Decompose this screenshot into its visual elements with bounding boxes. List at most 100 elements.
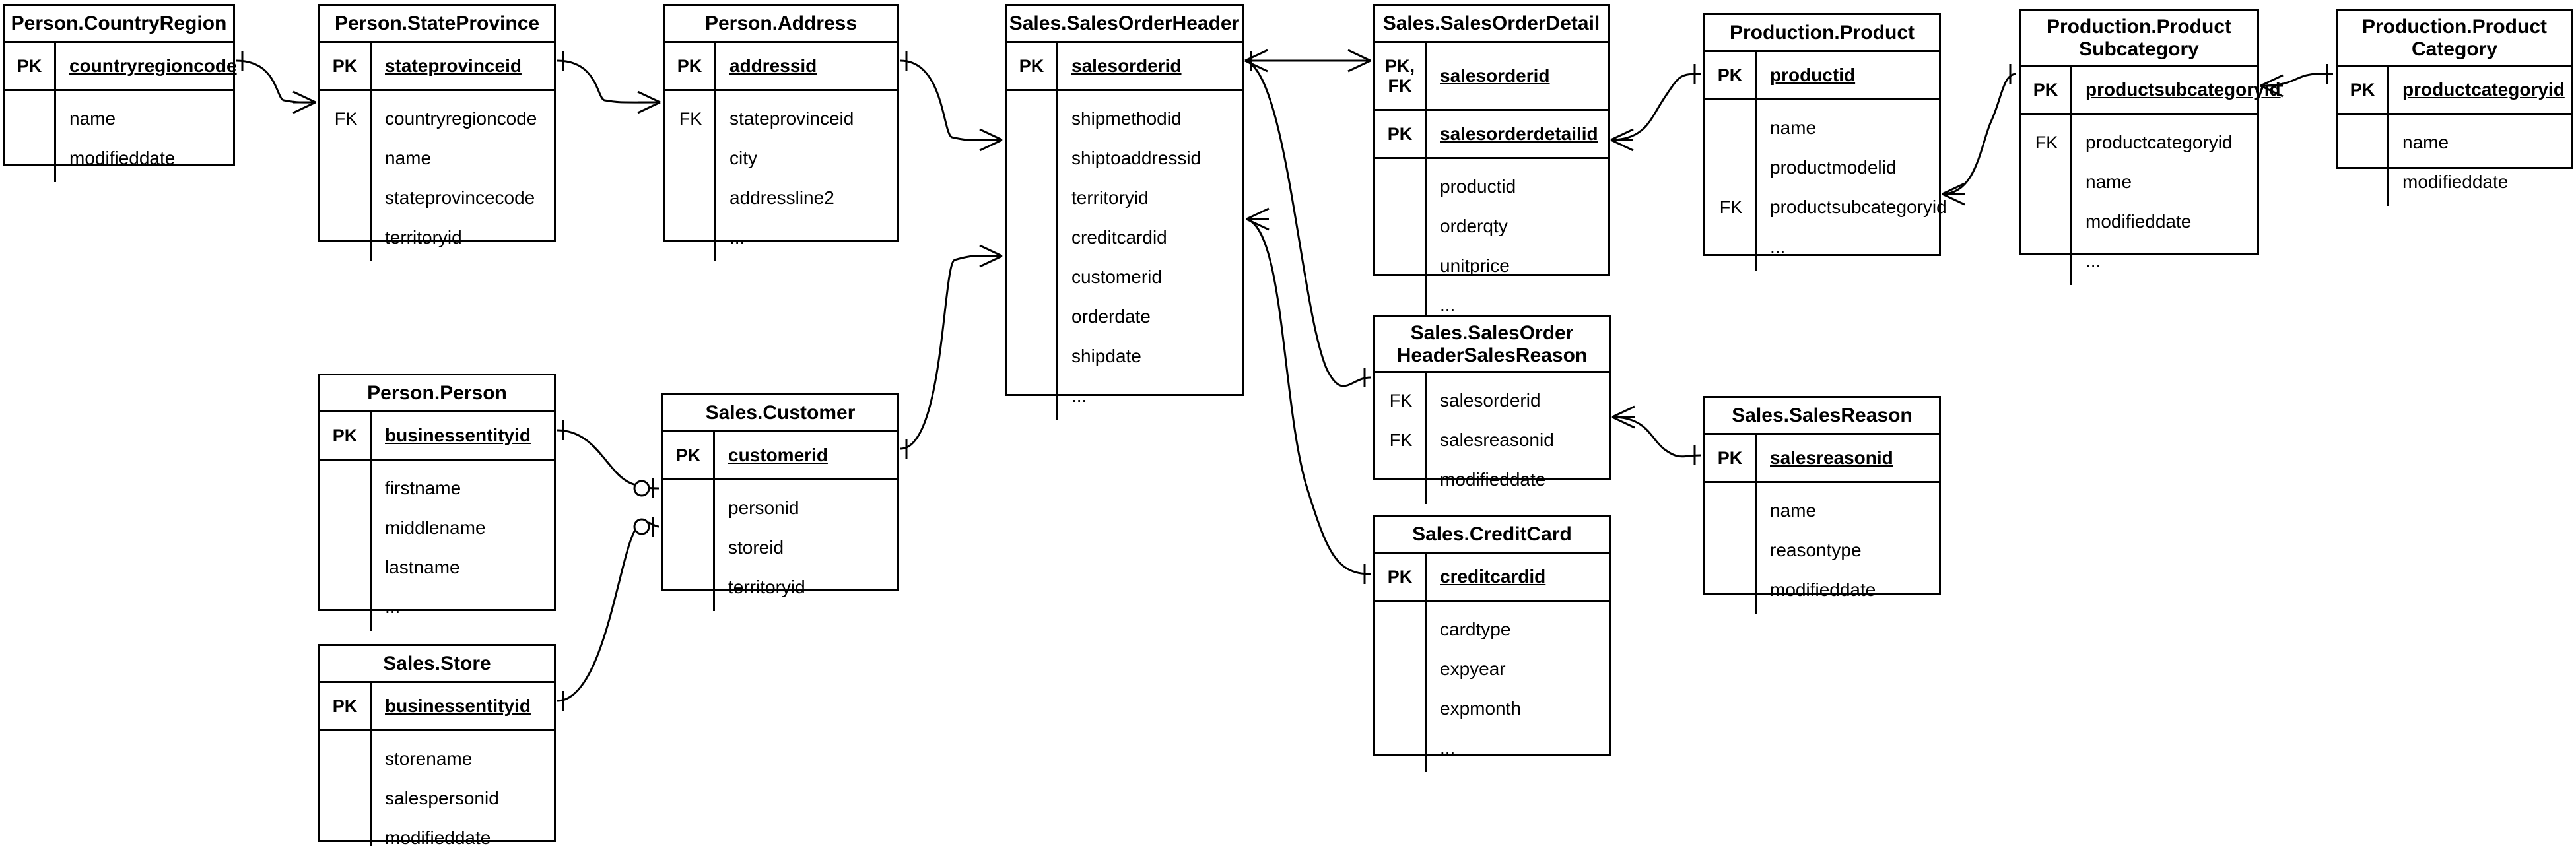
attribute-name: salespersonid	[385, 788, 499, 808]
relationship-line	[236, 59, 316, 104]
attribute-name: name	[2085, 172, 2132, 192]
attribute-key-gutter	[5, 91, 56, 182]
cardinality-marker-many	[979, 128, 1003, 152]
key-column-name: creditcardid	[1440, 566, 1546, 587]
attribute-name: expmonth	[1440, 698, 1521, 719]
relationship-rel-salesorderheadersalesreason-salesreason[interactable]	[1611, 405, 1701, 465]
attribute-name: shiptoaddressid	[1071, 148, 1202, 168]
key-label: PK	[1375, 111, 1427, 157]
relationship-rel-customer-salesorderheader[interactable]	[900, 244, 1003, 459]
entity-title: Production.Product Subcategory	[2021, 11, 2257, 67]
attribute-name: customerid	[1071, 267, 1162, 287]
key-label: PK, FK	[1375, 43, 1427, 109]
attribute-key-gutter	[1007, 91, 1058, 420]
attribute-name: storename	[385, 748, 473, 769]
key-row: PK salesreasonid	[1705, 435, 1939, 481]
attribute-name: reasontype	[1770, 540, 1862, 560]
attribute-name: stateprovincecode	[385, 187, 535, 208]
relationship-rel-store-customer[interactable]	[557, 517, 660, 711]
attribute-name: city	[729, 148, 757, 168]
entity-title: Person.Person	[320, 375, 554, 412]
attribute-name: addressline2	[729, 187, 834, 208]
attribute-key-label: FK	[679, 109, 702, 129]
relationship-rel-person-customer[interactable]	[557, 420, 660, 498]
attribute-name: territoryid	[728, 577, 805, 597]
key-column-name: salesreasonid	[1770, 447, 1893, 468]
attribute-name: salesreasonid	[1440, 430, 1554, 450]
attribute-name: salesorderid	[1440, 390, 1541, 410]
attribute-name: ...	[1071, 385, 1087, 406]
attribute-name: modifieddate	[385, 828, 491, 846]
attribute-key-label: FK	[1719, 197, 1743, 217]
attribute-key-label: FK	[1389, 430, 1413, 450]
relationship-rel-salesorderdetail-product[interactable]	[1610, 64, 1701, 152]
attribute-name: middlename	[385, 517, 486, 538]
cardinality-marker-many	[1244, 49, 1268, 73]
relationship-rel-product-productsubcategory[interactable]	[1942, 64, 2017, 206]
entity-title: Person.StateProvince	[320, 6, 554, 43]
relationship-line	[1942, 73, 2017, 195]
attribute-name: countryregioncode	[385, 108, 537, 129]
attribute-key-gutter	[2021, 115, 2072, 285]
attribute-name: name	[1770, 117, 1817, 138]
relationship-rel-countryregion-stateprovince[interactable]	[236, 51, 316, 114]
attribute-key-gutter	[1375, 373, 1427, 504]
key-label: PK	[1705, 52, 1757, 98]
attribute-name: name	[385, 148, 432, 168]
attribute-key-gutter	[663, 480, 715, 611]
attribute-name: ...	[385, 597, 401, 617]
relationship-line	[900, 59, 1003, 141]
attribute-name: creditcardid	[1071, 227, 1167, 247]
relationship-rel-address-salesorderheader[interactable]	[900, 51, 1003, 152]
entity-title: Sales.SalesOrderDetail	[1375, 6, 1608, 43]
relationship-rel-salesorderheader-salesorderdetail[interactable]	[1245, 49, 1371, 73]
attribute-name: territoryid	[385, 227, 462, 247]
attribute-name: stateprovinceid	[729, 108, 854, 129]
key-column-name: addressid	[729, 55, 817, 76]
relationship-rel-salesorderheader-salesorderheadersalesreason[interactable]	[1244, 49, 1371, 387]
key-label: PK	[320, 683, 372, 729]
key-label: PK	[1007, 43, 1058, 89]
attribute-name: ...	[729, 227, 745, 247]
entity-title: Sales.Store	[320, 646, 554, 683]
attribute-key-gutter	[320, 731, 372, 846]
attribute-key-gutter	[320, 91, 372, 261]
relationship-line	[557, 59, 661, 104]
entity-title: Sales.SalesReason	[1705, 398, 1939, 435]
cardinality-marker-many	[1347, 49, 1371, 73]
attribute-name: modifieddate	[1770, 579, 1876, 600]
relationship-rel-stateprovince-address[interactable]	[557, 51, 661, 114]
entity-title: Sales.Customer	[663, 395, 897, 432]
relationship-line	[1611, 416, 1701, 458]
key-column-name: businessentityid	[385, 425, 531, 445]
attribute-name: storeid	[728, 537, 784, 558]
key-column-name: salesorderdetailid	[1440, 123, 1598, 144]
attribute-name: name	[2402, 132, 2449, 152]
attribute-name: orderdate	[1071, 306, 1151, 327]
relationship-rel-creditcard-salesorderheader[interactable]	[1246, 207, 1371, 584]
key-label: PK	[1705, 435, 1757, 481]
attribute-name: ...	[2085, 251, 2101, 271]
entity-title: Sales.CreditCard	[1375, 517, 1609, 554]
